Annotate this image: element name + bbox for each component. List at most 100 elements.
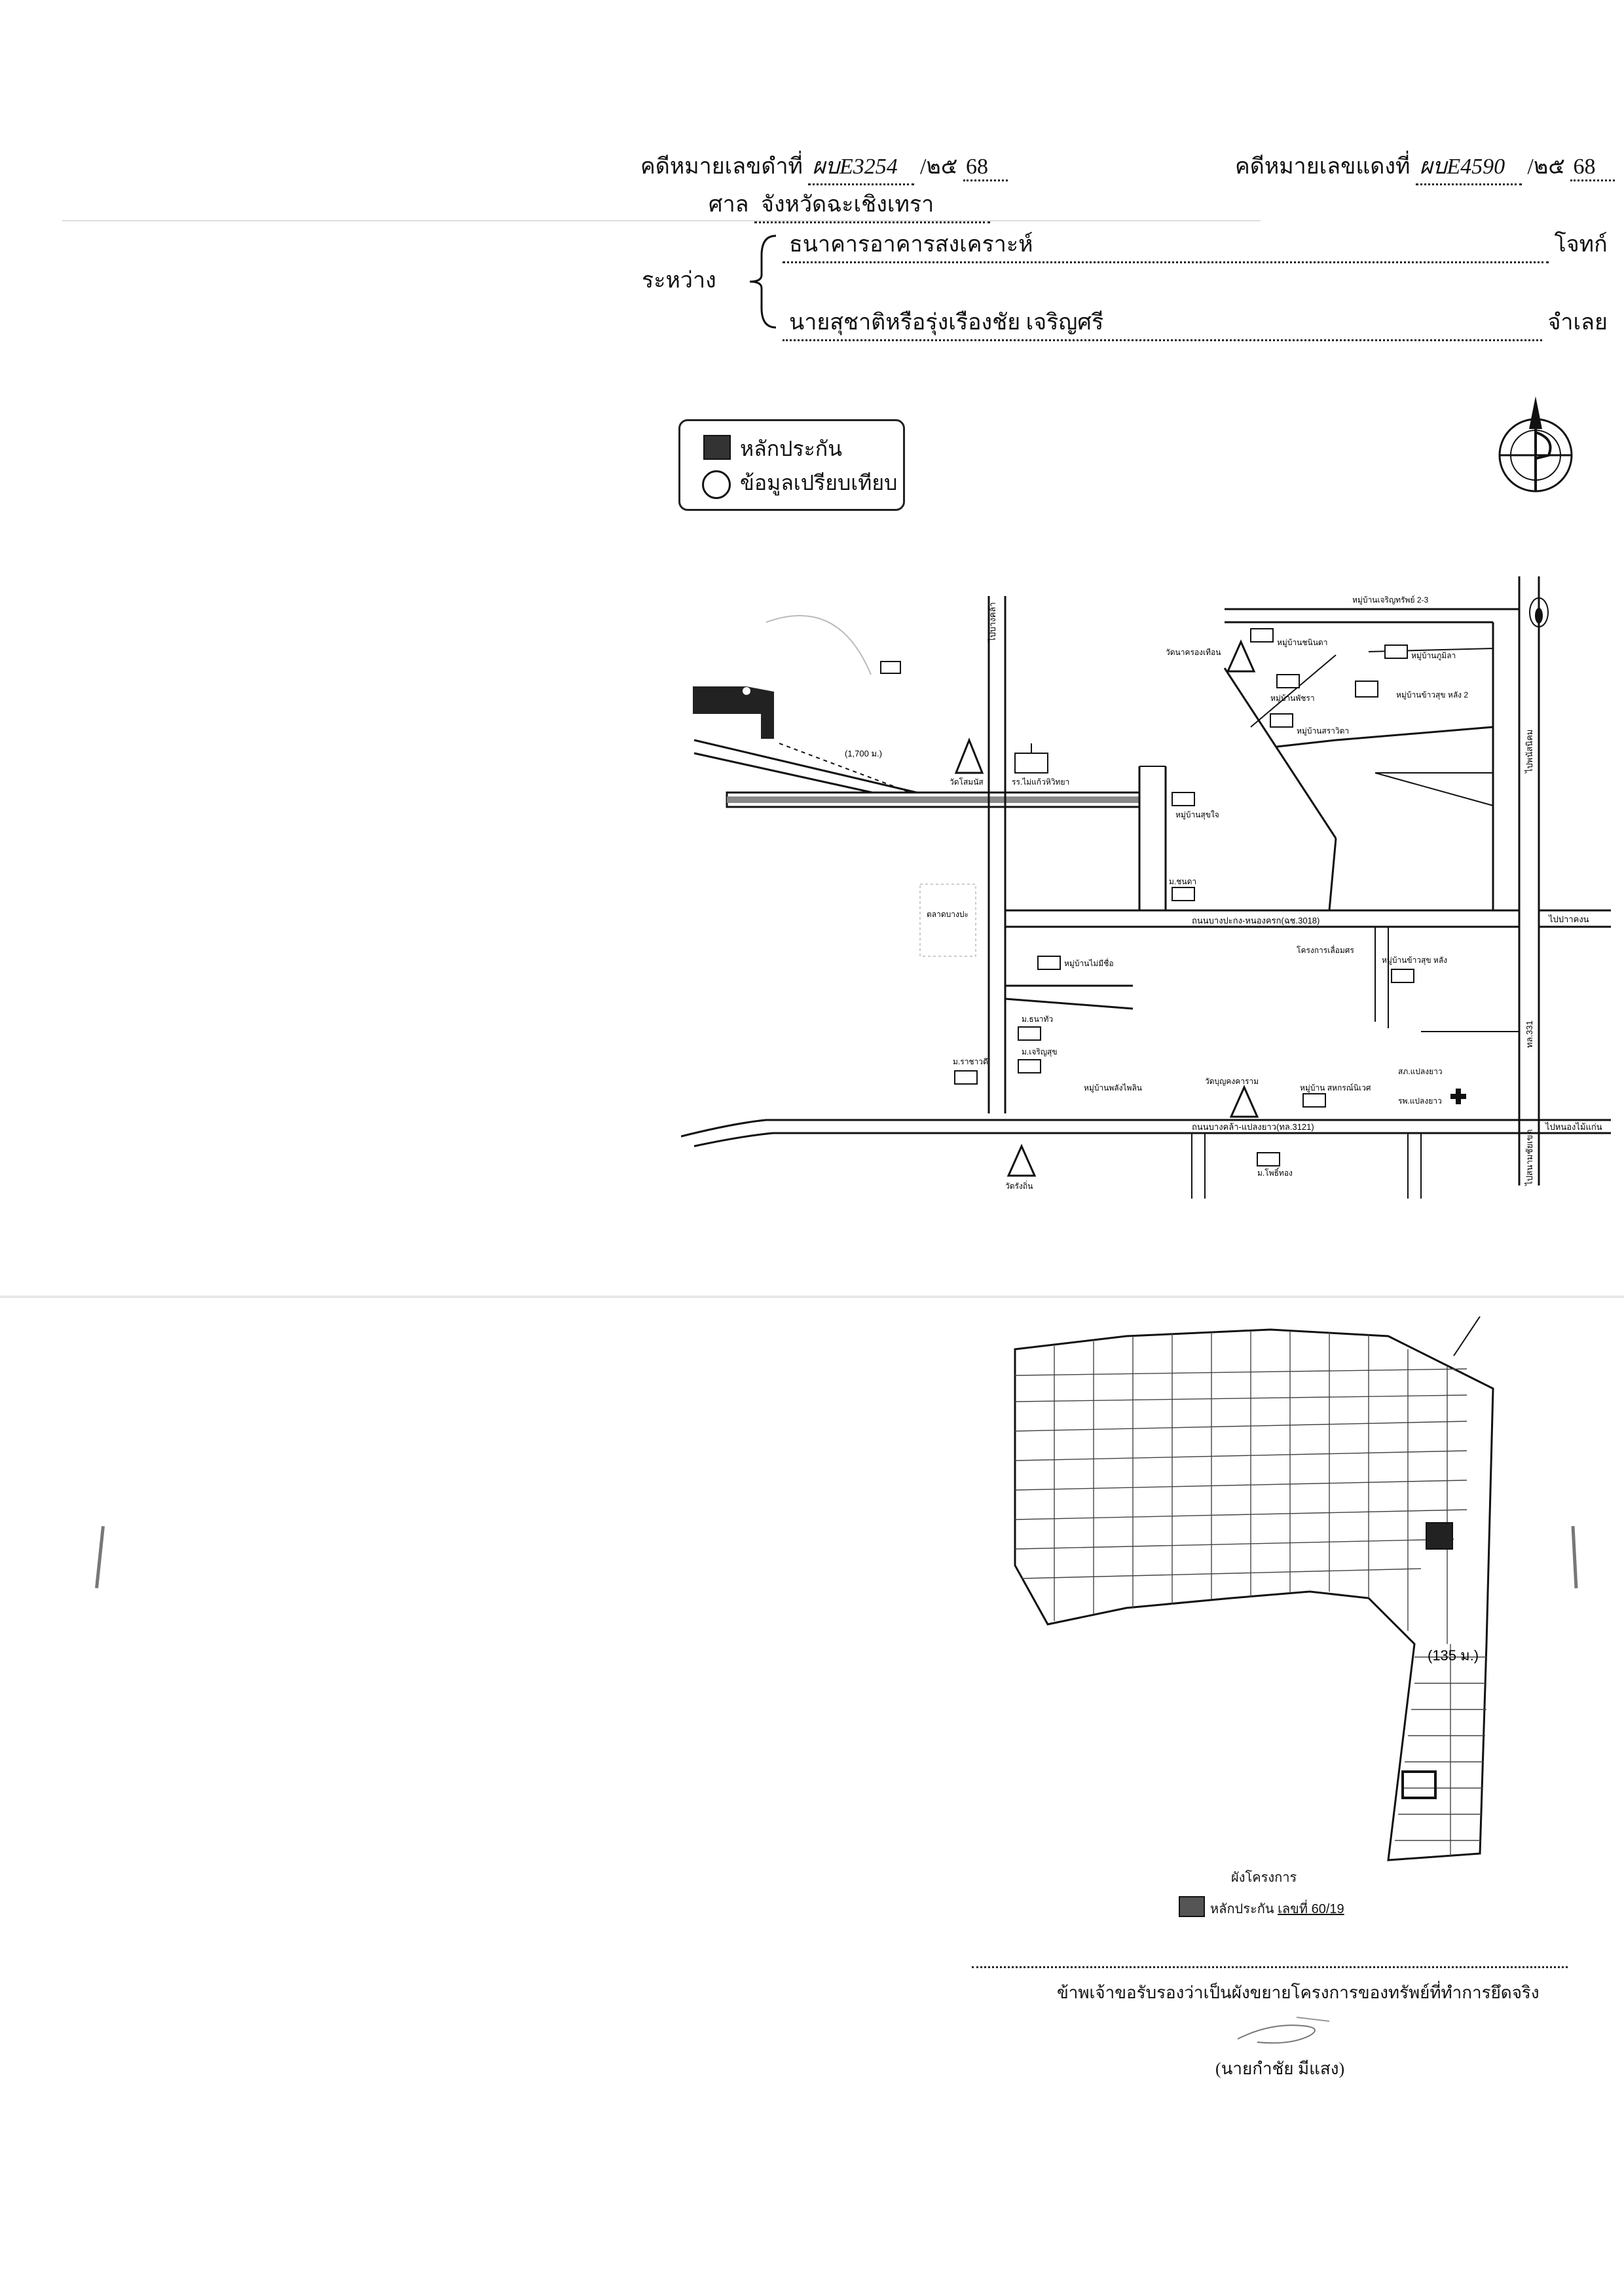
village-icon-16 — [1257, 1152, 1280, 1166]
to-panthong-label: ไปพนัสนิคม — [1524, 730, 1534, 774]
temple-icon-1 — [954, 737, 984, 774]
plaintiff-name: ธนาคารอาคารสงเคราะห์ — [783, 226, 1549, 263]
subdivision-plan: (135 ม.) — [1014, 1316, 1494, 1861]
map-north-icon — [1529, 597, 1549, 627]
village-icon-14 — [1302, 1093, 1326, 1108]
village-icon-6 — [1270, 713, 1293, 728]
village-icon-12 — [1018, 1059, 1041, 1073]
village-icon-8 — [1172, 887, 1195, 901]
collateral-point-icon — [743, 687, 750, 695]
connector-6 — [1250, 654, 1337, 728]
village-1-label: หมู่บ้านเจริญทรัพย์ 2-3 — [1352, 595, 1428, 605]
road-main-label: ถนนบางปะกง-หนองครก(ฉช.3018) — [1192, 916, 1320, 925]
temple-2-label: วัดบุญคงคาราม — [1205, 1077, 1259, 1087]
village-icon-3 — [1384, 644, 1408, 659]
main-road-top-center — [727, 796, 1139, 803]
staple-left — [95, 1525, 105, 1589]
village-4-label: หมู่บ้านพัชรา — [1270, 694, 1315, 703]
road-south-label: ถนนบางคล้า-แปลงยาว(ทล.3121) — [1192, 1122, 1314, 1132]
plan-collateral-label: หลักประกัน เลขที่ 60/19 — [1210, 1898, 1344, 1919]
temple-4-label: วัดนาครองเทือน — [1166, 648, 1221, 657]
bottom-road-bottom — [693, 1132, 1611, 1148]
temple-1-label: วัดโสมนัส — [950, 777, 984, 787]
header-rule — [62, 220, 1261, 221]
red-case-year: 68 — [1570, 155, 1615, 181]
defendant-name: นายสุชาติหรือรุ่งเรืองชัย เจริญศรี — [783, 304, 1542, 341]
between-label: ระหว่าง — [642, 269, 716, 293]
plaintiff-row: ธนาคารอาคารสงเคราะห์ โจทก์ — [783, 226, 1624, 263]
hospital-cross-icon — [1450, 1089, 1466, 1104]
distance-label: (1,700 ม.) — [845, 749, 882, 758]
village-8-label: ม.ชนดา — [1169, 877, 1196, 886]
village-2-label: หมู่บ้านชนินดา — [1277, 638, 1327, 648]
village-icon-9 — [1037, 956, 1061, 970]
school-icon — [1014, 753, 1048, 774]
collateral-parcel — [693, 686, 774, 739]
to-nong-mai-kaen-label: ไปหนองไม้แก่น — [1545, 1122, 1602, 1132]
village-icon-1 — [880, 661, 901, 674]
plan-collateral-text: หลักประกัน — [1210, 1902, 1274, 1916]
certification-rule — [972, 1966, 1568, 1968]
school-1-label: รร.ไม่แก้วหิวิทยา — [1012, 777, 1069, 787]
court-label: ศาล — [709, 193, 749, 217]
village-15-label: ม.ราชาวดี — [953, 1057, 988, 1066]
village-icon-7 — [1172, 792, 1195, 806]
black-case-row: คดีหมายเลขดำที่ ผบE3254 /๒๕ 68 — [640, 148, 1008, 185]
diagonal-road-2 — [1328, 838, 1337, 911]
plan-plot-label: เลขที่ 60/19 — [1278, 1902, 1344, 1916]
temple-icon-5 — [1006, 1144, 1037, 1177]
certification-name: (นายกำชัย มีแสง) — [1215, 2059, 1345, 2078]
village-icon-15 — [954, 1070, 978, 1085]
red-case-row: คดีหมายเลขแดงที่ ผบE4590 /๒๕ 68 — [1235, 148, 1615, 185]
village-9-label: หมู่บ้านไม่มีชื่อ — [1064, 958, 1114, 969]
black-case-number: ผบE3254 — [808, 148, 915, 185]
diagonal-road-1 — [1223, 667, 1337, 839]
bottom-road-top — [681, 1119, 1611, 1138]
connector-1 — [1276, 739, 1337, 748]
project-outline — [1014, 1328, 1494, 1861]
temple-icon-2 — [1229, 1085, 1259, 1118]
plaintiff-role: โจทก์ — [1554, 233, 1608, 257]
village-icon-2 — [1250, 628, 1274, 643]
village-16-label: ม.โพธิ์ทอง — [1257, 1167, 1293, 1178]
certification-statement: ข้าพเจ้าขอรับรองว่าเป็นผังขยายโครงการของ… — [1057, 1983, 1540, 2002]
collateral-plot — [1426, 1522, 1453, 1550]
brace-icon — [749, 234, 777, 329]
village-icon-5 — [1355, 681, 1378, 698]
police-label: สภ.แปลงยาว — [1398, 1067, 1443, 1076]
village-13-label: หมู่บ้านพลังไพลิน — [1084, 1083, 1142, 1093]
local-road-2 — [1005, 998, 1134, 1010]
hospital-label: รพ.แปลงยาว — [1398, 1096, 1442, 1106]
plot-grid — [1014, 1331, 1486, 1857]
black-case-sep: /๒๕ — [919, 155, 958, 179]
connector-4 — [1375, 772, 1494, 806]
black-case-year: 68 — [963, 155, 1008, 181]
market-label: ตลาดบางปะ — [927, 910, 969, 919]
signature — [1237, 2017, 1330, 2044]
staple-right — [1571, 1525, 1578, 1589]
defendant-role: จำเลย — [1547, 310, 1608, 335]
temple-icon-4 — [1226, 639, 1256, 673]
village-12-label: ม.เจริญสุข — [1022, 1047, 1058, 1057]
court-row: ศาล จังหวัดฉะเชิงเทรา — [709, 186, 991, 223]
village-11-label: ม.ธนาทัว — [1022, 1015, 1053, 1024]
village-7-label: หมู่บ้านสุขใจ — [1175, 810, 1219, 820]
temple-5-label: วัดรังถิ่น — [1005, 1180, 1033, 1191]
to-sanam-chai-label: ไปสนามชัยเขต — [1524, 1129, 1534, 1186]
page-fold — [0, 1296, 1624, 1298]
village-icon-4 — [1276, 674, 1300, 688]
village-6-label: หมู่บ้านสราวิดา — [1297, 726, 1349, 736]
compass-icon — [1498, 396, 1573, 493]
black-case-label: คดีหมายเลขดำที่ — [640, 155, 803, 179]
plan-distance-label: (135 ม.) — [1428, 1647, 1479, 1664]
access-road — [693, 739, 917, 794]
to-bang-khla-label: ไปปาาคงน — [1548, 914, 1589, 924]
village-10-label: หมู่บ้านข้าวสุข หลัง — [1382, 956, 1447, 965]
faint-arc — [766, 615, 872, 675]
court-name: จังหวัดฉะเชิงเทรา — [754, 186, 991, 223]
village-icon-11 — [1018, 1026, 1041, 1041]
legend-collateral-label: หลักประกัน — [740, 437, 843, 460]
plan-collateral-swatch — [1179, 1896, 1205, 1917]
legend-collateral-swatch — [703, 435, 731, 460]
defendant-row: นายสุชาติหรือรุ่งเรืองชัย เจริญศรี จำเลย — [783, 304, 1624, 341]
